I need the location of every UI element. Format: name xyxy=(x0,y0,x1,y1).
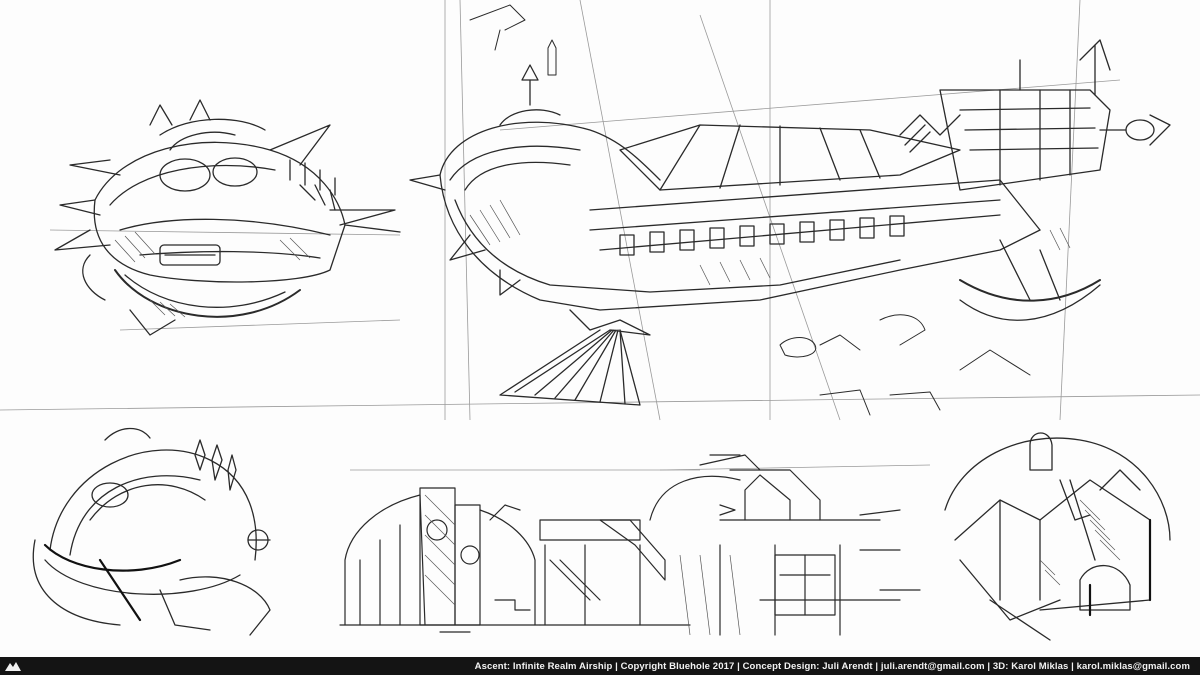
dome-perspective-sketch xyxy=(32,427,271,636)
airship-front-view-shading xyxy=(114,231,311,318)
airship-side-view-shading xyxy=(469,199,1071,286)
elevation-hatch xyxy=(679,554,741,636)
detail-thumbnail-sketches xyxy=(469,4,1031,416)
dome-perspective-accent xyxy=(43,543,182,622)
interior-stair-sketch xyxy=(944,432,1171,641)
sketch-canvas xyxy=(0,0,1200,641)
interior-stair-hatch xyxy=(1039,499,1121,586)
mountain-logo-icon xyxy=(0,657,26,675)
credits-text: Ascent: Infinite Realm Airship | Copyrig… xyxy=(474,660,1190,672)
stair-section-sketch xyxy=(539,519,691,626)
cross-section-sketch-a xyxy=(339,487,541,633)
elevation-dimension-sketch xyxy=(649,454,921,636)
cross-section-a-hatch xyxy=(424,494,456,606)
airship-front-view-sketch xyxy=(54,99,401,336)
airship-side-view-sketch xyxy=(409,39,1171,406)
credits-footer-bar: Ascent: Infinite Realm Airship | Copyrig… xyxy=(0,657,1200,675)
interior-stair-accent xyxy=(1088,518,1152,617)
concept-sketch-sheet xyxy=(0,0,1200,641)
